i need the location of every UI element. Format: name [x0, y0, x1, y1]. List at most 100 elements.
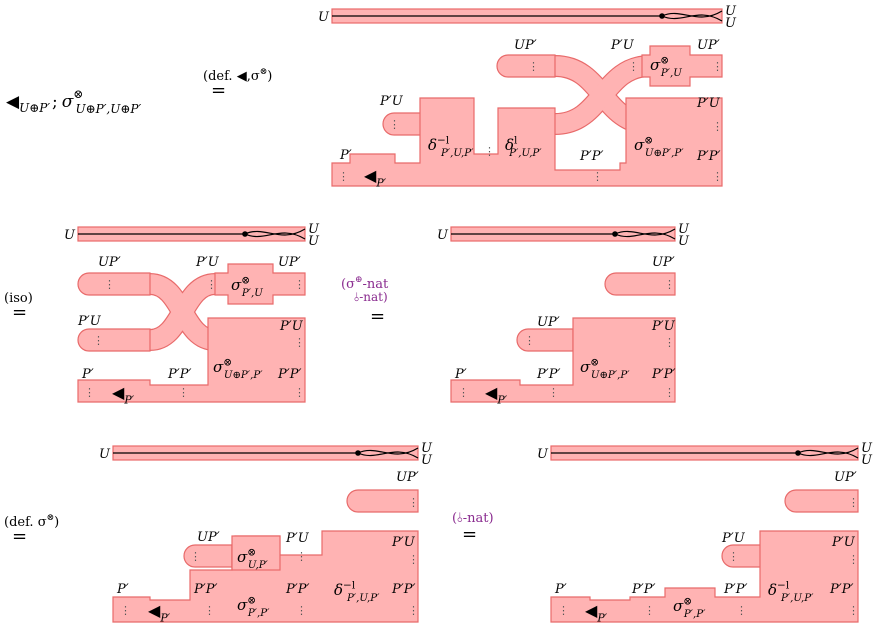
- wire-dots: ⋮: [664, 386, 675, 399]
- wire-label-U-left: U: [537, 447, 549, 462]
- wire-dots: ⋮: [204, 604, 215, 617]
- step-label-iso-eq: =: [12, 302, 27, 323]
- wire-label-PU: P′U: [285, 531, 310, 546]
- wire-label-PU: P′U: [379, 94, 404, 109]
- wire-dots: ⋮: [206, 278, 217, 291]
- wire-label-U-out2: U: [725, 16, 737, 31]
- sigma-pu-label: σ⊗P′,U: [231, 274, 263, 299]
- crossing-ribbon: [554, 56, 651, 134]
- tri-label: ◀P′: [364, 166, 387, 190]
- sigma-pu-label: σ⊗P′,U: [650, 54, 682, 79]
- wire-label-PP: P′P′: [536, 367, 560, 382]
- wire-label-U-out1: U: [725, 4, 737, 19]
- step-label-split-nat-eq: =: [462, 524, 477, 545]
- wire-dots: ⋮: [644, 604, 655, 617]
- wire-label-PP: P′P′: [579, 149, 603, 164]
- step-label-split-nat: (⫰-nat): [452, 511, 494, 526]
- wire-label-P: P′: [339, 148, 352, 163]
- wire-dots: ⋮: [93, 334, 104, 347]
- step-label-iso: (iso): [4, 291, 33, 306]
- wire-dots: ⋮: [558, 604, 569, 617]
- wire-dots: ⋮: [712, 170, 723, 183]
- wire-label-PU: P′U: [195, 255, 220, 270]
- pu-pill: [382, 112, 428, 136]
- step-label-nat: (σ⊕-nat: [341, 275, 389, 292]
- wire-label-PP: P′P′: [391, 582, 415, 597]
- up-pill: [784, 489, 859, 513]
- wire-dots: ⋮: [712, 60, 723, 73]
- wire-dots: ⋮: [592, 170, 603, 183]
- lhs-expression: ◀U⊕P′;σ⊗U⊕P′,U⊕P′: [6, 87, 141, 116]
- wire-label-U-out1: U: [861, 441, 873, 456]
- wire-label-P: P′: [116, 582, 129, 597]
- wire-dots: ⋮: [389, 118, 400, 131]
- wire-dots: ⋮: [524, 334, 535, 347]
- up-pill-2: [516, 328, 574, 352]
- wire-dots: ⋮: [848, 604, 859, 617]
- wire-label-U-left: U: [99, 447, 111, 462]
- sigma-upp-label: σ⊗U⊕P′,P′: [213, 356, 263, 381]
- wire-dots: ⋮: [408, 496, 419, 509]
- tri-label: ◀P′: [485, 383, 508, 407]
- wire-dots: ⋮: [294, 278, 305, 291]
- step-label-nat-2: ⫰-nat): [354, 290, 388, 304]
- wire-label-U-out1: U: [421, 441, 433, 456]
- wire-label-P: P′: [454, 367, 467, 382]
- u-string-down: [797, 451, 859, 459]
- delta-inv-box: [331, 97, 723, 187]
- wire-dots: ⋮: [528, 60, 539, 73]
- sigma-upp-label: σ⊗U⊕P′,P′: [634, 134, 684, 159]
- wire-dots: ⋮: [296, 550, 307, 563]
- wire-label-U-left: U: [64, 228, 76, 243]
- wire-label-U-out2: U: [861, 453, 873, 468]
- wire-dots: ⋮: [408, 604, 419, 617]
- u-string-down: [661, 14, 723, 22]
- u-string-down: [357, 451, 419, 459]
- wire-label-UP: UP′: [514, 38, 537, 53]
- wire-label-PU: P′U: [831, 535, 856, 550]
- wire-dots: ⋮: [484, 145, 495, 158]
- tri-label: ◀P′: [112, 383, 135, 407]
- annotations: ◀U⊕P′;σ⊗U⊕P′,U⊕P′(def. ◀,σ⊗)=(iso)=(σ⊕-n…: [4, 67, 494, 547]
- wire-label-U-out1: U: [308, 222, 320, 237]
- wire-dots: ⋮: [104, 278, 115, 291]
- wire-dots: ⋮: [178, 386, 189, 399]
- wire-label-PP: P′P′: [193, 582, 217, 597]
- wire-label-U-out1: U: [678, 222, 690, 237]
- wire-label-UP: UP′: [697, 38, 720, 53]
- up-pill: [77, 272, 151, 296]
- wire-label-PU: P′U: [610, 38, 635, 53]
- wire-dots: ⋮: [84, 386, 95, 399]
- wire-label-PP: P′P′: [277, 367, 301, 382]
- sigma-pp-label: σ⊗P′,P′: [673, 595, 706, 620]
- up-pill: [604, 272, 676, 296]
- wire-dots: ⋮: [664, 336, 675, 349]
- crossing-ribbon: [148, 274, 217, 350]
- wire-label-P: P′: [81, 367, 94, 382]
- wire-label-U-left: U: [437, 228, 449, 243]
- wire-label-U-out2: U: [678, 234, 690, 249]
- up-pill-2: [183, 544, 233, 568]
- wire-label-PU: P′U: [696, 96, 721, 111]
- sigma-upp-box: [450, 317, 676, 403]
- wire-dots: ⋮: [408, 553, 419, 566]
- wire-label-UP: UP′: [396, 470, 419, 485]
- up-pill: [496, 54, 556, 78]
- wire-dots: ⋮: [296, 604, 307, 617]
- wire-dots: ⋮: [190, 550, 201, 563]
- wire-dots: ⋮: [120, 604, 131, 617]
- wire-label-UP: UP′: [197, 530, 220, 545]
- wire-label-PU: P′U: [721, 531, 746, 546]
- wire-label-PU: P′U: [391, 535, 416, 550]
- wire-dots: ⋮: [728, 550, 739, 563]
- delta-inv-box: [550, 530, 859, 623]
- step-label-nat-eq: =: [370, 306, 385, 327]
- wire-dots: ⋮: [736, 604, 747, 617]
- wire-label-UP: UP′: [98, 255, 121, 270]
